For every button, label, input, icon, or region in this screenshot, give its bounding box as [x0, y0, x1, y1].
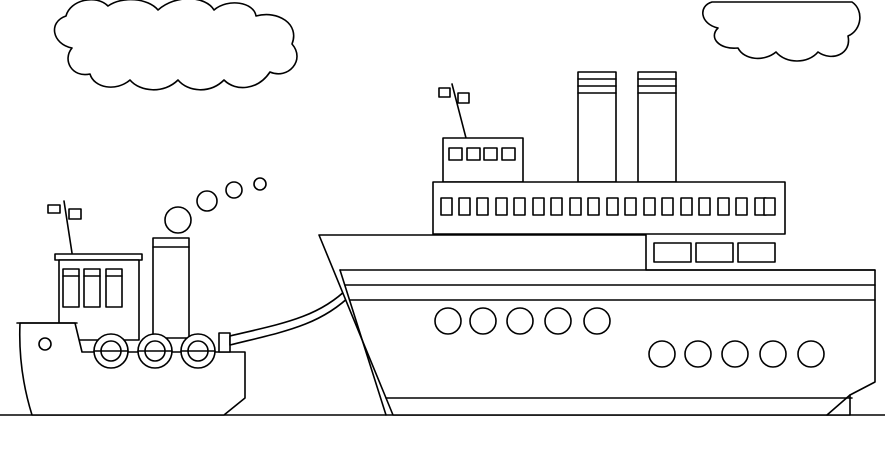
tugboat [17, 178, 266, 415]
smoke-puff-1 [165, 207, 191, 233]
porthole-rear-4 [760, 341, 786, 367]
porthole-front-5 [584, 308, 610, 334]
life-ring-2 [138, 334, 172, 368]
porthole-rear-1 [649, 341, 675, 367]
porthole-front-2 [470, 308, 496, 334]
ship-bow-line [340, 270, 386, 415]
tug-cabin-window-2 [84, 269, 100, 307]
cloud-left [55, 0, 297, 90]
tug-porthole [39, 338, 51, 350]
tug-funnel [153, 238, 189, 338]
life-ring-1 [94, 334, 128, 368]
tug-cabin-roof [55, 254, 142, 260]
smoke-puff-3 [226, 182, 242, 198]
tug-flag-left [48, 205, 60, 213]
bridge-window-2 [467, 148, 480, 160]
porthole-front-3 [507, 308, 533, 334]
bridge-window-4 [502, 148, 515, 160]
rear-window-1 [654, 243, 691, 262]
tug-bollard [219, 333, 230, 352]
porthole-rear-5 [798, 341, 824, 367]
bridge-window-3 [484, 148, 497, 160]
porthole-front-4 [545, 308, 571, 334]
porthole-rear-2 [685, 341, 711, 367]
ship-funnel-1 [578, 72, 616, 182]
porthole-front-1 [435, 308, 461, 334]
deck-window-row [441, 198, 775, 215]
ship-flag-left [439, 88, 450, 97]
tug-flag-right [69, 209, 81, 219]
bridge-window-1 [449, 148, 462, 160]
ship-funnel-2 [638, 72, 676, 182]
tug-hull [20, 323, 245, 415]
rear-window-3 [738, 243, 775, 262]
ship [319, 72, 875, 415]
ship-mast [452, 84, 466, 138]
ship-flag-right [458, 93, 469, 103]
life-ring-3 [181, 334, 215, 368]
smoke-puff-4 [254, 178, 266, 190]
tug-cabin-window-3 [106, 269, 122, 307]
tug-cabin-window-1 [63, 269, 79, 307]
rear-window-2 [696, 243, 733, 262]
porthole-rear-3 [722, 341, 748, 367]
cloud-right [703, 2, 860, 61]
tug-mast [64, 201, 72, 253]
smoke-puff-2 [197, 191, 217, 211]
